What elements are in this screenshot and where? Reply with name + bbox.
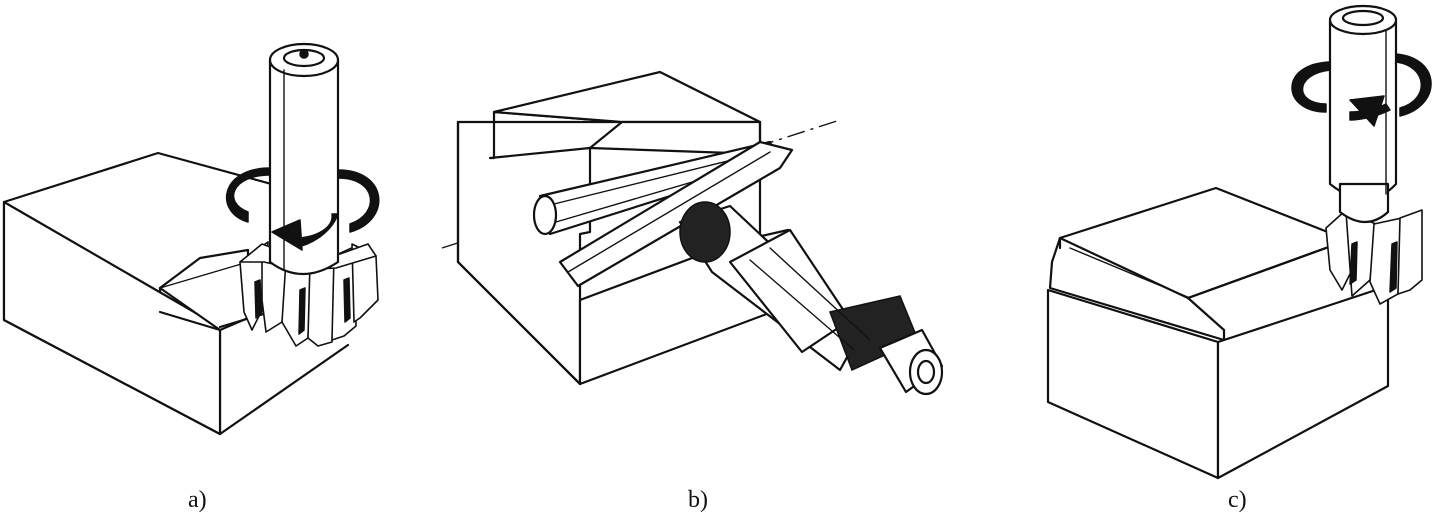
rotation-arrow-icon bbox=[225, 167, 380, 251]
center-hole-icon bbox=[299, 49, 309, 59]
workpiece-block bbox=[1046, 186, 1390, 480]
angle-cutter bbox=[1325, 209, 1423, 305]
panel-c-drawing bbox=[1046, 4, 1432, 480]
rotation-arrow-icon bbox=[1291, 53, 1432, 127]
panel-a-drawing bbox=[2, 42, 380, 436]
panel-c-illustration: c) bbox=[1030, 0, 1435, 512]
panel-b-illustration: b) bbox=[430, 0, 960, 512]
cutter-arbor bbox=[268, 42, 340, 275]
thimble-knurl-front bbox=[679, 201, 731, 263]
panel-b-drawing bbox=[441, 70, 944, 396]
caption-c: c) bbox=[1228, 487, 1247, 513]
support-bar bbox=[558, 140, 794, 288]
micrometer bbox=[678, 201, 944, 396]
caption-a: a) bbox=[188, 487, 207, 513]
panel-a-illustration: a) bbox=[0, 0, 420, 512]
caption-b: b) bbox=[688, 487, 708, 513]
